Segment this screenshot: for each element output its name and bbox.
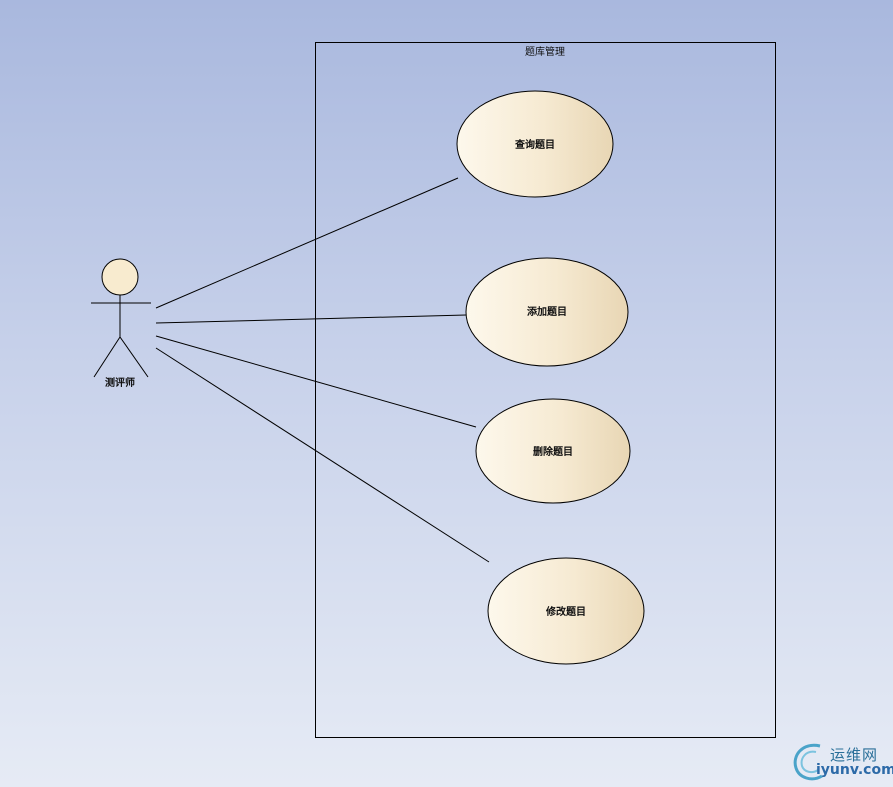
- use-case-query[interactable]: 查询题目: [456, 90, 614, 198]
- association-add: [155, 314, 467, 324]
- actor-head: [101, 258, 139, 296]
- use-case-add[interactable]: 添加题目: [465, 257, 629, 367]
- association-delete: [155, 335, 477, 428]
- association-query: [155, 177, 459, 309]
- watermark-en: iyunv.com: [816, 762, 893, 778]
- system-boundary: [315, 42, 776, 738]
- use-case-query-label: 查询题目: [514, 138, 555, 151]
- actor-name: 测评师: [105, 376, 135, 389]
- association-modify: [155, 347, 490, 563]
- actor-left-leg: [93, 336, 121, 378]
- actor[interactable]: 测评师: [91, 258, 151, 389]
- actor-right-leg: [119, 336, 149, 378]
- use-case-modify-label: 修改题目: [545, 605, 586, 618]
- swirl-logo-icon: [793, 743, 823, 781]
- watermark: 运维网 iyunv.com: [790, 738, 893, 784]
- use-case-modify[interactable]: 修改题目: [487, 557, 645, 665]
- system-title: 题库管理: [525, 45, 565, 58]
- use-case-delete-label: 删除题目: [533, 445, 573, 458]
- watermark-cn: 运维网: [830, 746, 879, 764]
- use-case-add-label: 添加题目: [527, 305, 567, 318]
- use-case-delete[interactable]: 删除题目: [475, 398, 631, 504]
